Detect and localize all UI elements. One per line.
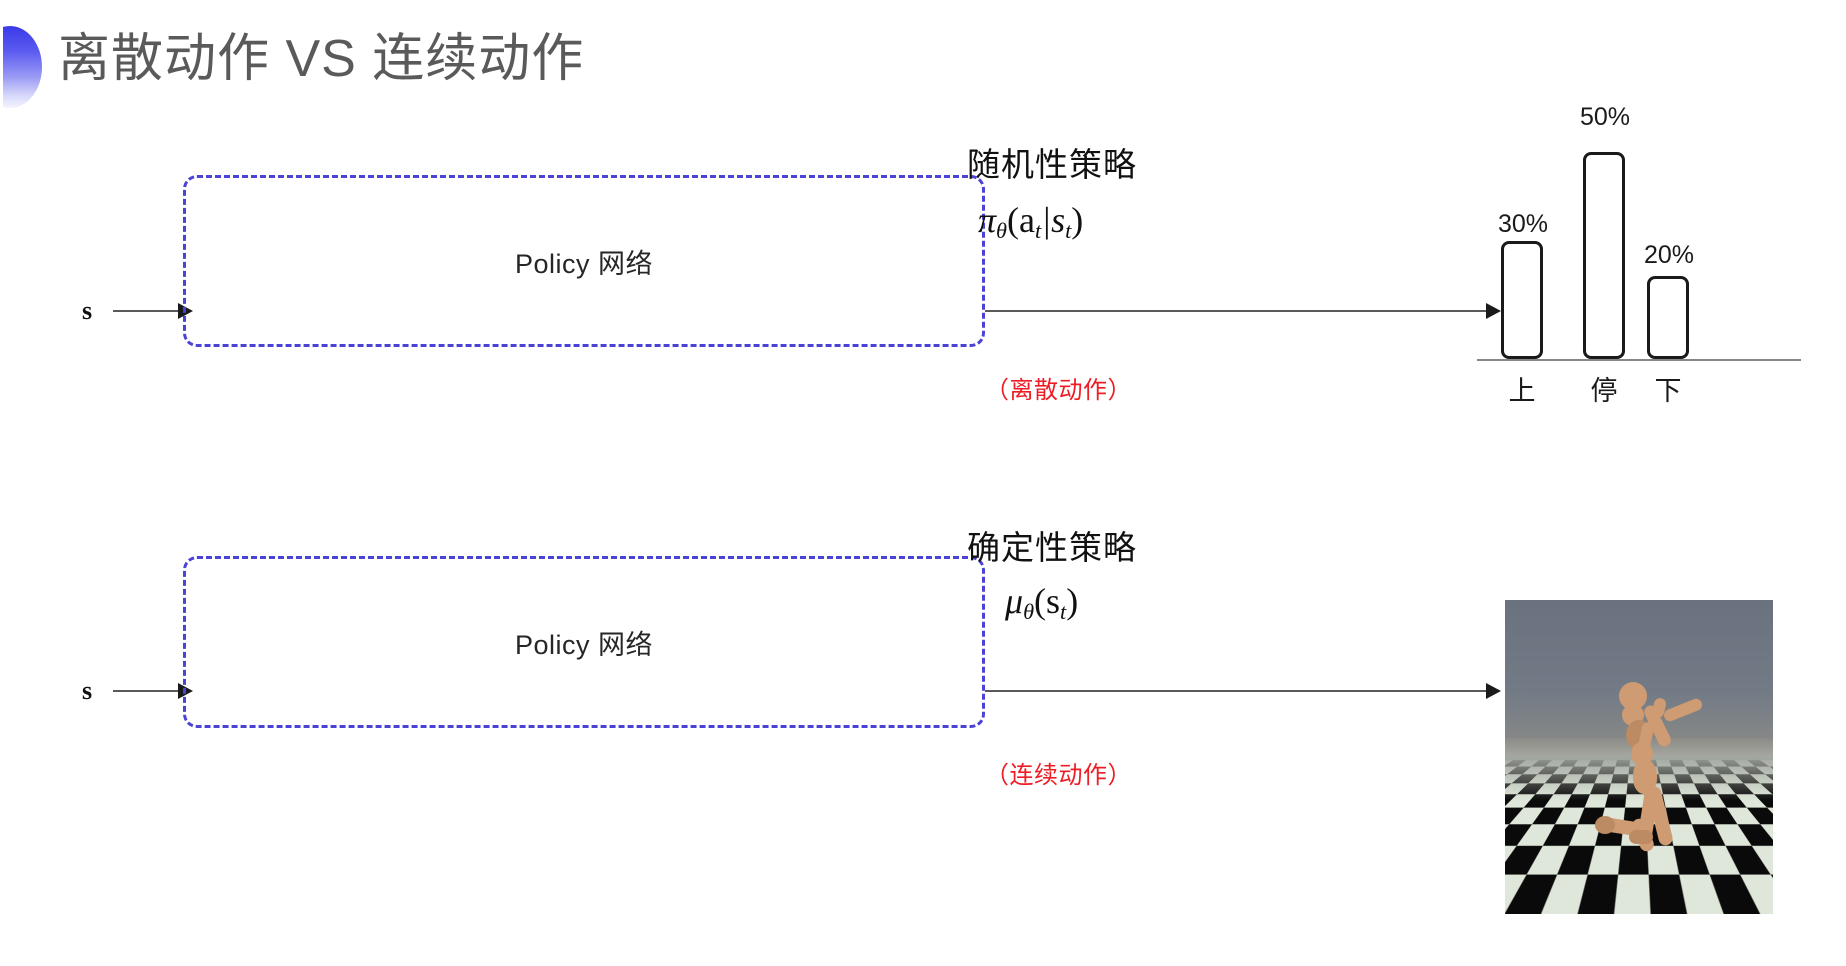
output-arrow-line-continuous [985,690,1490,692]
page-title: 离散动作 VS 连续动作 [58,30,585,88]
policy-kind-discrete: 随机性策略 [967,146,1137,183]
bar-rect-0[interactable] [1501,241,1543,359]
input-arrow-line-discrete [113,310,185,312]
bar-chart-baseline [1477,359,1801,361]
bar-value-2: 20% [1643,241,1695,269]
policy-formula-continuous: μθ(st) [1005,580,1078,625]
output-arrow-head-discrete [1486,303,1501,319]
humanoid-simulation-image [1505,600,1773,914]
policy-network-box-discrete[interactable]: Policy 网络 [183,175,985,347]
bar-rect-1[interactable] [1583,152,1625,359]
formula-separator: |s [1041,200,1066,240]
discrete-action-bar-chart: 30% 上 50% 停 20% 下 [1477,95,1807,455]
output-arrow-head-continuous [1486,683,1501,699]
formula-t-sub-a: t [1034,218,1042,244]
humanoid-foot-left [1595,816,1615,834]
title-decoration-icon [0,26,42,108]
formula-open-arg: (a [1007,200,1035,240]
bar-category-0: 上 [1508,376,1536,406]
bar-category-2: 下 [1654,376,1682,406]
bar-rect-2[interactable] [1647,276,1689,359]
formula-close-paren-2: ) [1066,581,1079,621]
action-type-continuous: （连续动作） [985,762,1132,789]
input-state-label-discrete: s [82,296,93,325]
policy-kind-continuous: 确定性策略 [967,529,1137,566]
left-edge-accent [0,0,3,966]
bar-category-1: 停 [1590,376,1618,406]
input-arrow-line-continuous [113,690,185,692]
input-state-label-continuous: s [82,676,93,705]
policy-formula-discrete: πθ(at|st) [978,199,1083,244]
formula-t-sub-s: t [1065,218,1072,244]
action-type-discrete: （离散动作） [985,377,1132,404]
formula-close-paren: ) [1071,200,1084,240]
policy-network-label-continuous: Policy 网络 [514,629,654,660]
bar-value-1: 50% [1579,103,1631,131]
output-arrow-line-discrete [985,310,1490,312]
formula-pi: π [978,200,997,240]
formula-mu: μ [1005,581,1024,621]
formula-t-sub-s2: t [1060,599,1067,625]
formula-theta-sub-2: θ [1023,599,1035,625]
formula-open-arg-2: (s [1034,581,1061,621]
formula-theta-sub: θ [996,218,1008,244]
bar-value-0: 30% [1497,210,1549,238]
humanoid-foot-right [1629,830,1653,844]
policy-network-box-continuous[interactable]: Policy 网络 [183,556,985,728]
policy-network-label-discrete: Policy 网络 [514,248,654,279]
